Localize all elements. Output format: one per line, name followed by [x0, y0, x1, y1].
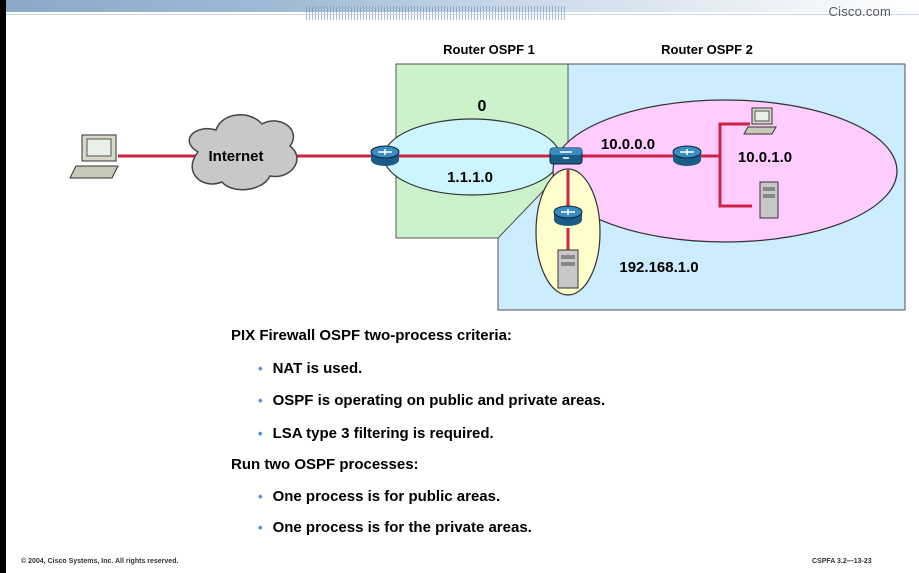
router-ospf-2-label: Router OSPF 2 — [661, 42, 753, 57]
list-item: •OSPF is operating on public and private… — [258, 392, 606, 409]
router-icon — [553, 205, 583, 226]
network-1-1-1-0-label: 1.1.1.0 — [447, 169, 493, 186]
slide-code: CSPFA 3.2—13-23 — [812, 558, 872, 565]
list-item: •LSA type 3 filtering is required. — [258, 425, 494, 442]
network-10-0-0-0-label: 10.0.0.0 — [601, 136, 655, 153]
router-ospf-1-label: Router OSPF 1 — [443, 42, 535, 57]
pc-icon — [69, 134, 119, 179]
private-area-ellipse — [552, 99, 898, 243]
server-icon — [759, 181, 779, 219]
internet-label: Internet — [208, 148, 263, 165]
list-item: •One process is for public areas. — [258, 488, 501, 505]
pc-icon — [743, 107, 777, 135]
network-links — [118, 122, 752, 250]
processes-heading: Run two OSPF processes: — [231, 456, 419, 473]
brand-label[interactable]: Cisco.com — [828, 4, 891, 19]
copyright-footer: © 2004, Cisco Systems, Inc. All rights r… — [21, 558, 179, 565]
criteria-heading: PIX Firewall OSPF two-process criteria: — [231, 327, 512, 344]
network-192-168-1-0-label: 192.168.1.0 — [619, 259, 698, 276]
pix-firewall-icon — [549, 147, 583, 165]
list-item: •NAT is used. — [258, 360, 363, 377]
network-10-0-1-0-label: 10.0.1.0 — [738, 149, 792, 166]
cloud-icon — [188, 114, 298, 191]
header-bar — [6, 0, 919, 28]
list-item: •One process is for the private areas. — [258, 519, 532, 536]
left-border — [0, 0, 6, 573]
server-icon — [557, 249, 579, 289]
router-icon — [370, 145, 400, 166]
router-icon — [672, 145, 702, 166]
network-diagram: Router OSPF 1 Router OSPF 2 0 Internet 1… — [69, 42, 906, 311]
area-0-label: 0 — [478, 98, 487, 115]
